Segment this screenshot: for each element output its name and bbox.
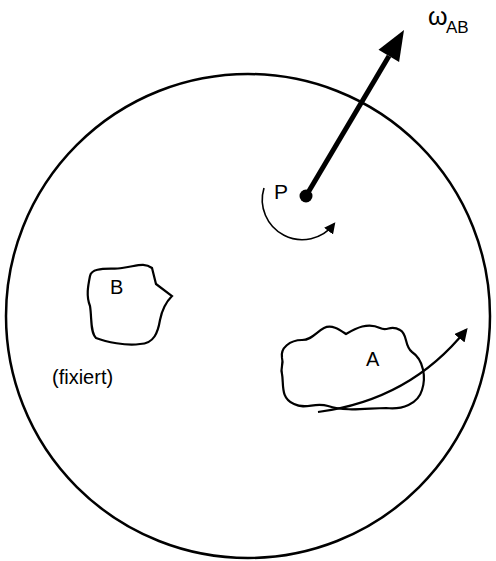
- body-name: B: [110, 276, 123, 299]
- point-p: [300, 190, 313, 203]
- blob-path: [88, 265, 172, 345]
- moving-body: A: [276, 318, 430, 414]
- omega-symbol: ω: [428, 2, 448, 31]
- body-name: A: [366, 348, 379, 371]
- omega-arrow-shaft: [306, 56, 389, 196]
- body-circle: [6, 74, 490, 558]
- body-note: (fixiert): [52, 366, 113, 389]
- blob-outline: [276, 318, 430, 414]
- blob-path: [281, 326, 423, 410]
- rotation-arrow: [262, 188, 334, 240]
- point-name: P: [274, 180, 288, 204]
- blob-outline: [82, 262, 174, 348]
- motion-arrow: [318, 330, 466, 412]
- fixed-body: B(fixiert): [82, 262, 174, 348]
- omega-subscript: AB: [446, 18, 469, 38]
- omega-arrow-head: [379, 30, 405, 62]
